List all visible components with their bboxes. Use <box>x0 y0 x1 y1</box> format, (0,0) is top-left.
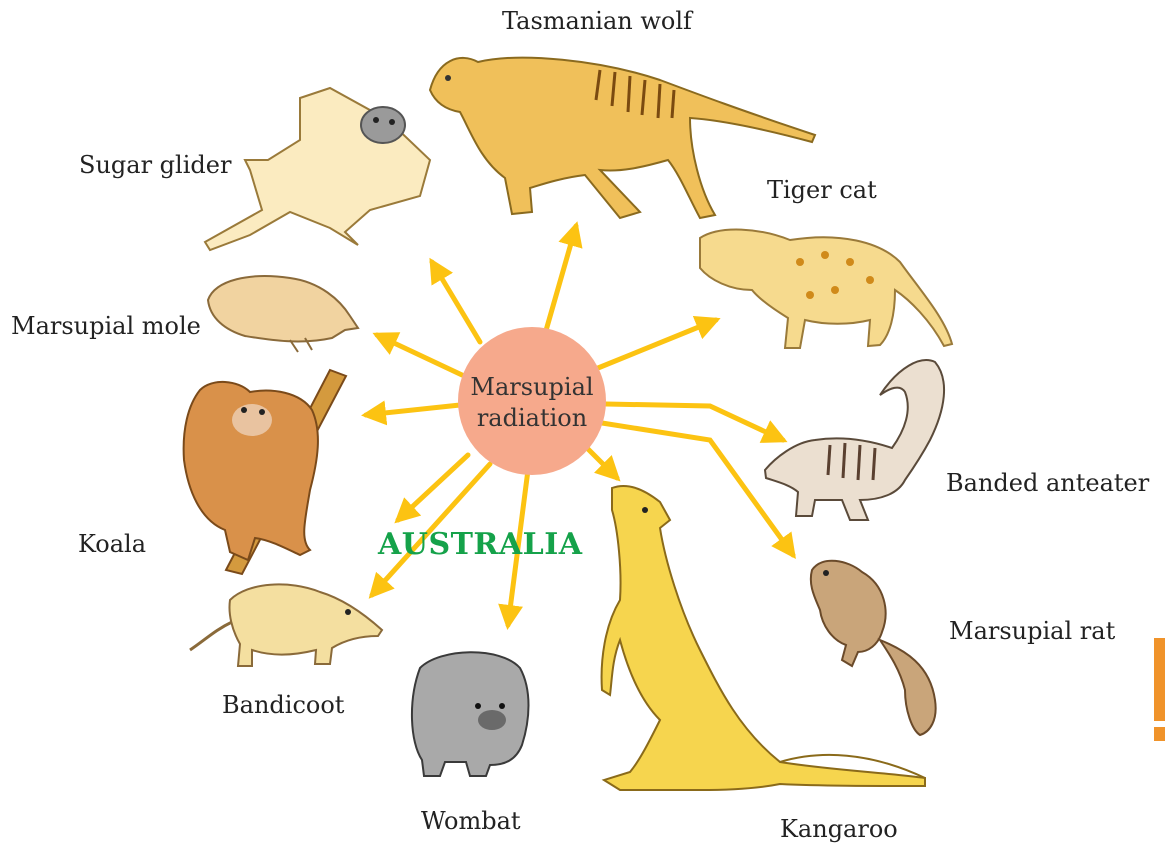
bandicoot-illustration <box>190 584 382 666</box>
label-marsupial-rat: Marsupial rat <box>949 619 1115 643</box>
label-koala: Koala <box>78 532 146 556</box>
center-label: Marsupial radiation <box>458 372 606 434</box>
label-banded-anteater: Banded anteater <box>946 471 1149 495</box>
arrow-to-kangaroo <box>585 446 617 478</box>
koala-illustration <box>184 370 346 574</box>
arrow-to-tiger-cat <box>598 320 716 368</box>
arrow-to-marsupial-mole <box>377 335 462 375</box>
label-wombat: Wombat <box>421 809 521 833</box>
center-label-line2: radiation <box>458 403 606 434</box>
label-marsupial-mole: Marsupial mole <box>11 314 201 338</box>
label-sugar-glider: Sugar glider <box>79 153 231 177</box>
accent-bar-bottom <box>1154 727 1165 741</box>
tiger-cat-illustration <box>700 230 952 348</box>
marsupial-rat-illustration <box>811 561 936 735</box>
tasmanian-wolf-illustration <box>430 58 815 218</box>
arrow-to-banded-anteater <box>606 404 783 440</box>
label-bandicoot: Bandicoot <box>222 693 344 717</box>
sugar-glider-illustration <box>205 88 430 250</box>
arrow-to-koala <box>366 405 460 415</box>
arrow-upper-left-minor <box>398 455 468 520</box>
arrow-to-tasmanian-wolf <box>545 226 576 334</box>
center-label-line1: Marsupial <box>458 372 606 403</box>
label-tiger-cat: Tiger cat <box>767 178 877 202</box>
arrow-to-sugar-glider <box>432 262 480 342</box>
wombat-illustration <box>412 652 529 776</box>
banded-anteater-illustration <box>765 360 944 520</box>
label-kangaroo: Kangaroo <box>780 817 898 841</box>
continent-label: AUSTRALIA <box>378 527 583 562</box>
accent-bar-top <box>1154 638 1165 721</box>
marsupial-mole-illustration <box>208 276 358 352</box>
label-tasmanian-wolf: Tasmanian wolf <box>502 9 692 33</box>
